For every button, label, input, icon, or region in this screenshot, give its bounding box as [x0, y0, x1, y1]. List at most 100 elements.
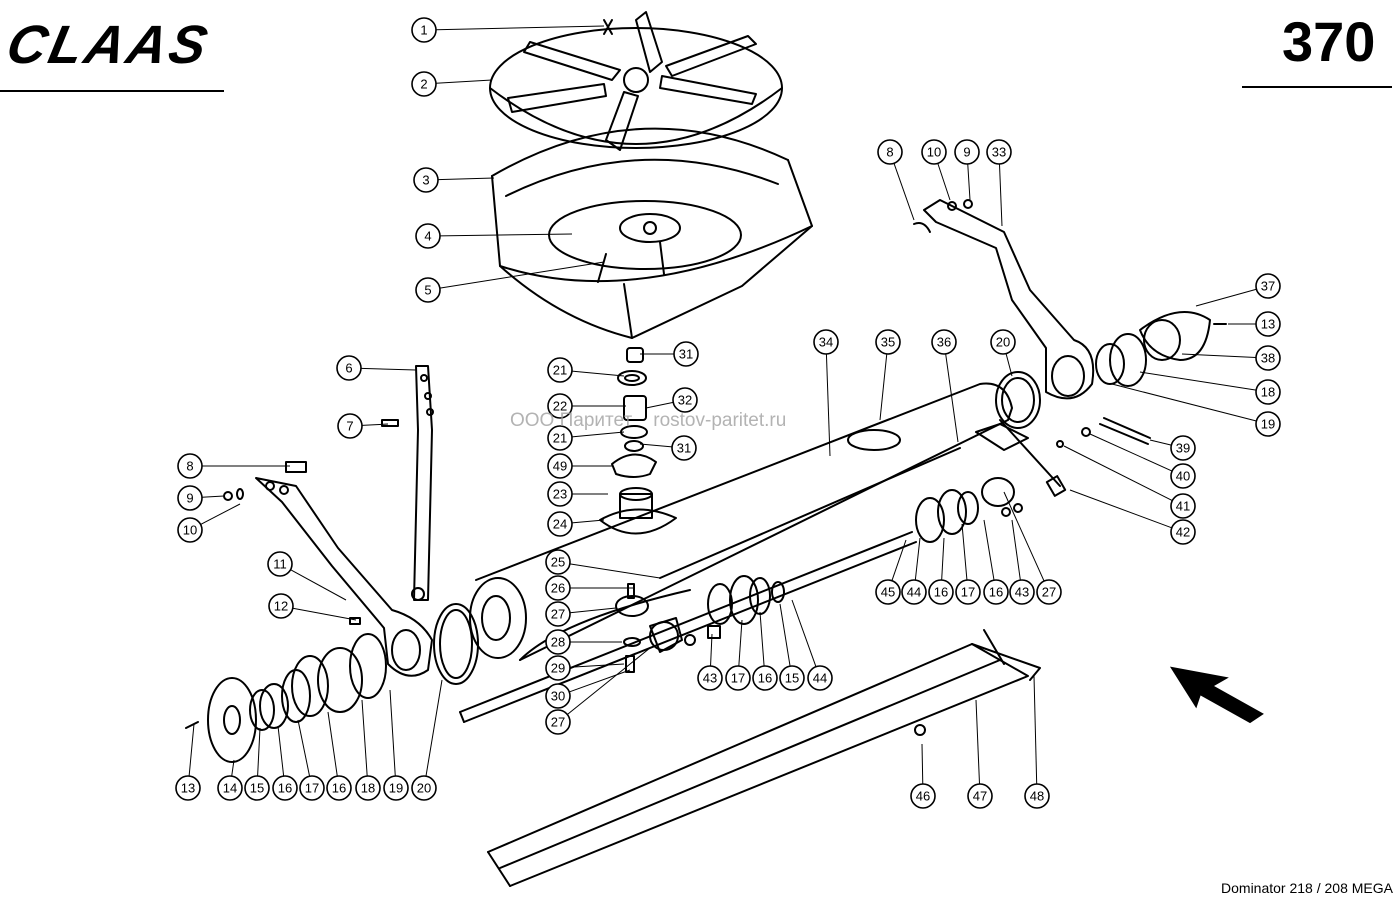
callout-30: 30 — [545, 683, 571, 709]
callout-number: 44 — [813, 671, 827, 686]
callout-number: 10 — [183, 523, 197, 538]
callout-number: 38 — [1261, 351, 1275, 366]
callout-number: 20 — [996, 335, 1010, 350]
callout-23: 23 — [547, 481, 573, 507]
callout-number: 18 — [361, 781, 375, 796]
callout-47: 47 — [967, 783, 993, 809]
callout-number: 5 — [424, 283, 431, 298]
callout-number: 28 — [551, 635, 565, 650]
cover-plate-right — [1056, 311, 1211, 448]
callout-number: 7 — [346, 419, 353, 434]
callout-36: 36 — [931, 329, 957, 355]
callout-leader — [569, 563, 661, 579]
callout-leader — [921, 743, 924, 785]
callout-16: 16 — [928, 579, 954, 605]
callout-39: 39 — [1170, 435, 1196, 461]
callout-15: 15 — [244, 775, 270, 801]
callout-leader — [569, 607, 617, 614]
callout-40: 40 — [1170, 463, 1196, 489]
callout-35: 35 — [875, 329, 901, 355]
callout-leader — [759, 611, 765, 667]
callout-44: 44 — [807, 665, 833, 691]
callout-leader — [941, 537, 945, 581]
callout-number: 45 — [881, 585, 895, 600]
callout-17: 17 — [299, 775, 325, 801]
callout-number: 46 — [916, 789, 930, 804]
callout-5: 5 — [415, 277, 441, 303]
callout-leader — [893, 163, 915, 221]
callout-26: 26 — [545, 575, 571, 601]
callout-13: 13 — [175, 775, 201, 801]
callout-leader — [257, 727, 261, 777]
callout-number: 43 — [703, 671, 717, 686]
callout-number: 35 — [881, 335, 895, 350]
callout-leader — [435, 25, 605, 31]
callout-31: 31 — [671, 435, 697, 461]
callout-3: 3 — [413, 167, 439, 193]
bearing-assembly-right — [915, 477, 1023, 543]
callout-number: 16 — [934, 585, 948, 600]
callout-37: 37 — [1255, 273, 1281, 299]
callout-leader — [292, 607, 357, 621]
callout-leader — [389, 689, 396, 777]
callout-18: 18 — [1255, 379, 1281, 405]
callout-29: 29 — [545, 655, 571, 681]
callout-number: 6 — [345, 361, 352, 376]
callout-number: 27 — [551, 715, 565, 730]
callout-number: 2 — [420, 77, 427, 92]
callout-1: 1 — [411, 17, 437, 43]
callout-number: 27 — [1042, 585, 1056, 600]
callout-number: 17 — [961, 585, 975, 600]
callout-number: 30 — [551, 689, 565, 704]
callout-25: 25 — [545, 549, 571, 575]
callout-number: 21 — [553, 431, 567, 446]
callout-number: 16 — [332, 781, 346, 796]
callout-20: 20 — [990, 329, 1016, 355]
callout-number: 48 — [1030, 789, 1044, 804]
callout-leader — [201, 495, 225, 498]
callout-number: 32 — [678, 393, 692, 408]
callout-43: 43 — [697, 665, 723, 691]
spreader-housing — [491, 127, 813, 339]
callout-leader — [569, 669, 631, 693]
callout-number: 4 — [424, 229, 431, 244]
callout-number: 26 — [551, 581, 565, 596]
callout-18: 18 — [355, 775, 381, 801]
callout-27: 27 — [545, 709, 571, 735]
callout-number: 44 — [907, 585, 921, 600]
callout-leader — [1033, 675, 1038, 785]
callout-leader — [998, 163, 1003, 227]
callout-7: 7 — [337, 413, 363, 439]
bearing-stack-left — [207, 603, 479, 763]
callout-4: 4 — [415, 223, 441, 249]
callout-number: 9 — [186, 491, 193, 506]
callout-42: 42 — [1170, 519, 1196, 545]
callout-leader — [361, 423, 389, 426]
callout-41: 41 — [1170, 493, 1196, 519]
callout-number: 11 — [273, 557, 287, 572]
callout-leader — [791, 599, 817, 667]
callout-number: 31 — [679, 347, 693, 362]
callout-leader — [975, 699, 980, 785]
callout-24: 24 — [547, 511, 573, 537]
callout-27: 27 — [1036, 579, 1062, 605]
callout-leader — [327, 711, 338, 777]
callout-15: 15 — [779, 665, 805, 691]
callout-6: 6 — [336, 355, 362, 381]
callout-16: 16 — [272, 775, 298, 801]
callout-leader — [945, 353, 959, 443]
callout-leader — [879, 353, 888, 421]
callout-17: 17 — [955, 579, 981, 605]
callout-34: 34 — [813, 329, 839, 355]
callout-number: 17 — [305, 781, 319, 796]
callout-12: 12 — [268, 593, 294, 619]
callout-number: 9 — [963, 145, 970, 160]
callout-leader — [435, 79, 493, 84]
callout-number: 34 — [819, 335, 833, 350]
callout-48: 48 — [1024, 783, 1050, 809]
callout-14: 14 — [217, 775, 243, 801]
callout-number: 47 — [973, 789, 987, 804]
callout-20: 20 — [411, 775, 437, 801]
callout-number: 49 — [553, 459, 567, 474]
